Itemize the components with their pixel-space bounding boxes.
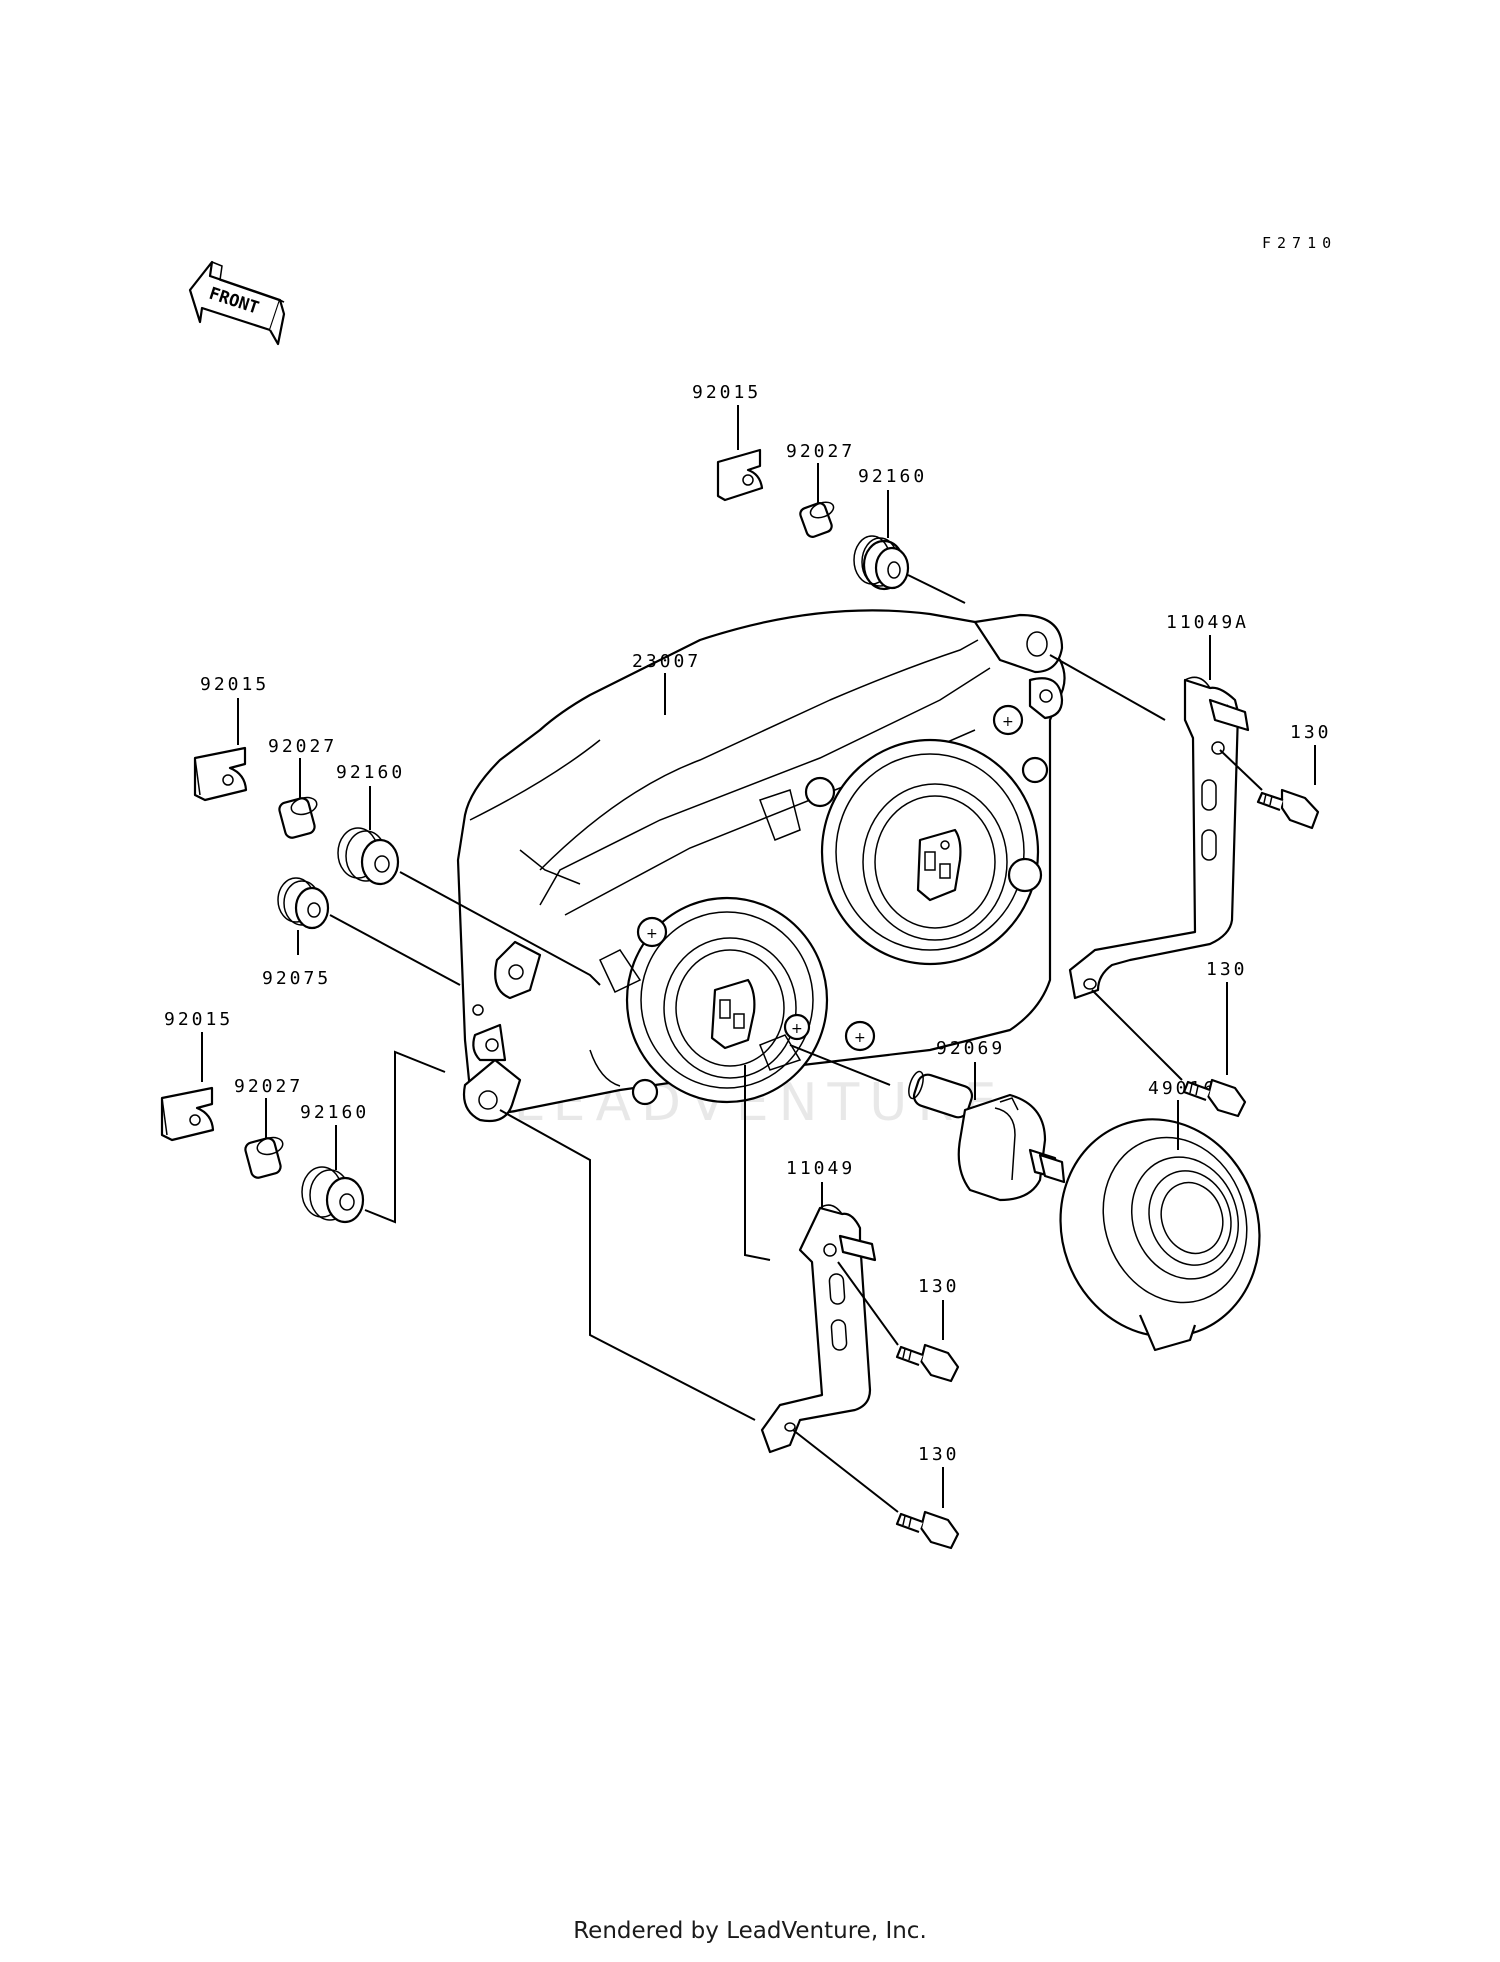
part-92075-grommet [277, 877, 330, 930]
part-92015-clip-top [716, 448, 764, 502]
label-92069: 92069 [936, 1038, 1005, 1059]
label-130-a: 130 [1290, 722, 1332, 743]
part-92027-collar-low [244, 1136, 284, 1179]
part-130-bolt-a [1256, 788, 1320, 830]
plus-icon: + [1002, 714, 1014, 730]
part-92160-grommet-mid [337, 827, 400, 886]
part-92160-grommet-top [853, 535, 910, 591]
label-11049A: 11049A [1166, 612, 1249, 633]
label-130-c: 130 [918, 1276, 960, 1297]
label-92015-mid: 92015 [200, 674, 269, 695]
plus-icon: + [646, 926, 658, 942]
label-92075: 92075 [262, 968, 331, 989]
label-92015-low: 92015 [164, 1009, 233, 1030]
label-130-d: 130 [918, 1444, 960, 1465]
label-92160-mid: 92160 [336, 762, 405, 783]
diagram-code: F2710 [1262, 234, 1337, 252]
part-49016-boot [1059, 1118, 1261, 1352]
part-92015-clip-low [160, 1086, 215, 1142]
plus-icon: + [791, 1021, 803, 1037]
part-130-bolt-c [895, 1343, 960, 1383]
part-92069-bulb [908, 1070, 1066, 1202]
part-11049-bracket [760, 1204, 877, 1454]
part-11049A-bracket [1068, 676, 1250, 1000]
part-92015-clip-mid [193, 746, 248, 802]
label-92027-mid: 92027 [268, 736, 337, 757]
label-130-b: 130 [1206, 959, 1248, 980]
part-92160-grommet-low [301, 1166, 365, 1224]
part-130-bolt-d [895, 1510, 960, 1550]
label-92027-low: 92027 [234, 1076, 303, 1097]
plus-icon: + [854, 1030, 866, 1046]
label-92015-top: 92015 [692, 382, 761, 403]
part-130-bolt-b [1182, 1078, 1247, 1118]
part-92027-collar-mid [278, 796, 318, 839]
footer-credit: Rendered by LeadVenture, Inc. [573, 1918, 927, 1944]
part-92027-collar-top [799, 501, 835, 538]
headlight-housing-23007: + + + + [456, 609, 1066, 1123]
front-arrow-icon: FRONT [188, 260, 286, 346]
label-92160-low: 92160 [300, 1102, 369, 1123]
label-23007: 23007 [632, 651, 701, 672]
label-11049: 11049 [786, 1158, 855, 1179]
label-92027-top: 92027 [786, 441, 855, 462]
label-92160-top: 92160 [858, 466, 927, 487]
